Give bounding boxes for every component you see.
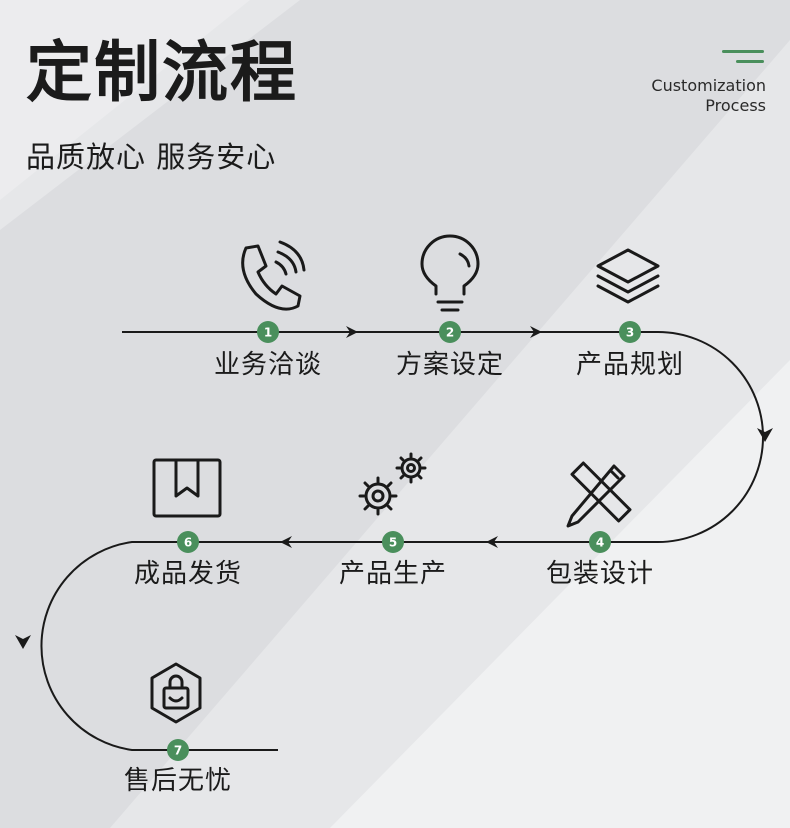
page-title: 定制流程: [26, 34, 298, 111]
arrow-left-2: [280, 536, 292, 548]
arrow-down-2: [15, 635, 31, 649]
shopping-bag-icon: [150, 662, 202, 724]
step-badge-7: 7: [167, 739, 189, 761]
gears-icon: [358, 452, 427, 516]
step-label-3: 产品规划: [575, 350, 684, 380]
step-label-5: 产品生产: [338, 559, 447, 589]
english-title: Customization Process: [651, 76, 766, 116]
phone-icon: [241, 240, 306, 311]
svg-text:2: 2: [446, 326, 454, 340]
arrow-right-1: [346, 326, 358, 338]
arrow-right-2: [530, 326, 542, 338]
svg-text:4: 4: [596, 536, 604, 550]
flow-path: [40, 331, 764, 751]
step-label-4: 包装设计: [545, 559, 654, 589]
step-label-1: 业务洽谈: [213, 350, 322, 380]
arrow-down-1: [757, 428, 773, 442]
english-title-line1: Customization: [651, 76, 766, 95]
arrow-left-1: [486, 536, 498, 548]
step-badge-2: 2: [439, 321, 461, 343]
step-label-7: 售后无忧: [123, 766, 232, 796]
step-badge-5: 5: [382, 531, 404, 553]
accent-bar-top: [722, 50, 764, 53]
pencil-ruler-icon: [566, 461, 632, 528]
box-icon: [152, 458, 222, 518]
english-title-line2: Process: [705, 96, 766, 115]
step-badge-3: 3: [619, 321, 641, 343]
svg-text:6: 6: [184, 536, 192, 550]
step-label-6: 成品发货: [133, 559, 242, 589]
step-badge-6: 6: [177, 531, 199, 553]
lightbulb-icon: [420, 234, 480, 312]
svg-text:5: 5: [389, 536, 397, 550]
step-label-2: 方案设定: [395, 350, 504, 380]
accent-bar-bottom: [736, 60, 764, 63]
flow-arrows: [15, 326, 773, 649]
svg-text:1: 1: [264, 326, 272, 340]
layers-icon: [596, 248, 660, 304]
svg-text:7: 7: [174, 744, 182, 758]
svg-text:3: 3: [626, 326, 634, 340]
page-subtitle: 品质放心 服务安心: [26, 140, 277, 174]
step-badge-1: 1: [257, 321, 279, 343]
step-badge-4: 4: [589, 531, 611, 553]
